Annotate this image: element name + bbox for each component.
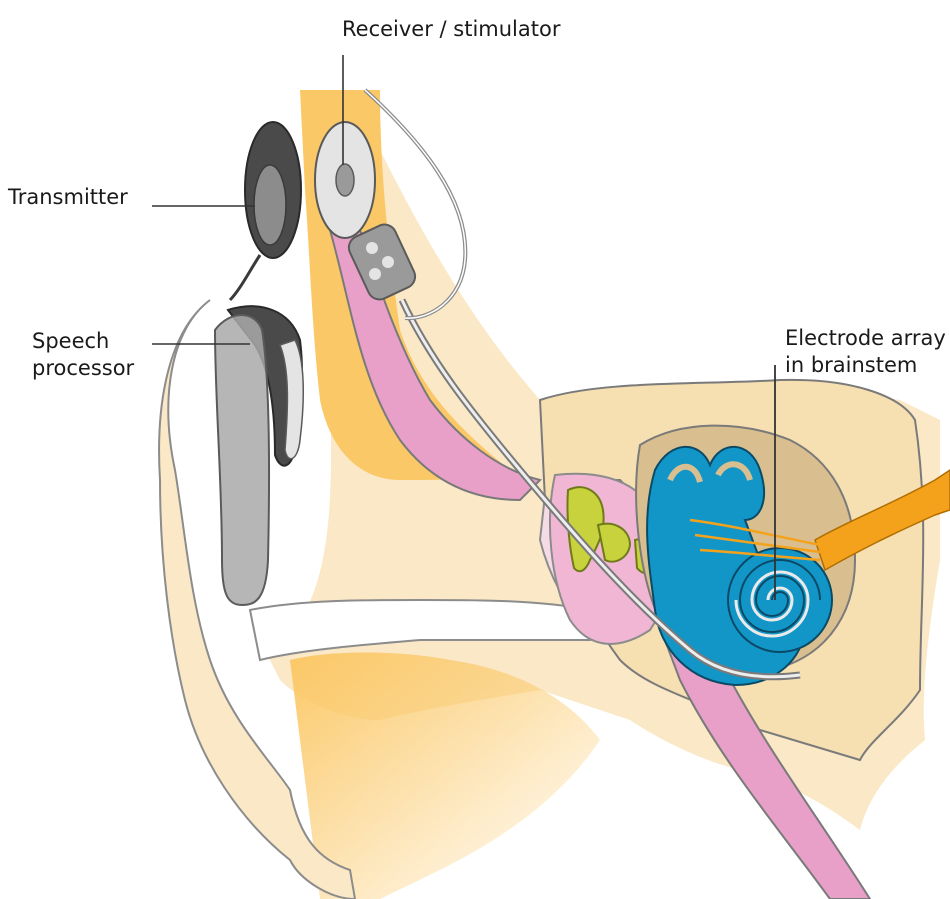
label-receiver-stimulator: Receiver / stimulator [342,16,560,43]
cochlea [728,548,832,652]
label-transmitter: Transmitter [8,184,128,211]
label-speech-line1: Speech [32,328,134,355]
label-speech-line2: processor [32,355,134,382]
transmitter [230,122,301,300]
label-speech-processor: Speech processor [32,328,134,382]
speech-processor [215,306,303,605]
label-electrode-array: Electrode array in brainstem [785,325,946,379]
label-electrode-line2: in brainstem [785,352,946,379]
label-electrode-line1: Electrode array [785,325,946,352]
